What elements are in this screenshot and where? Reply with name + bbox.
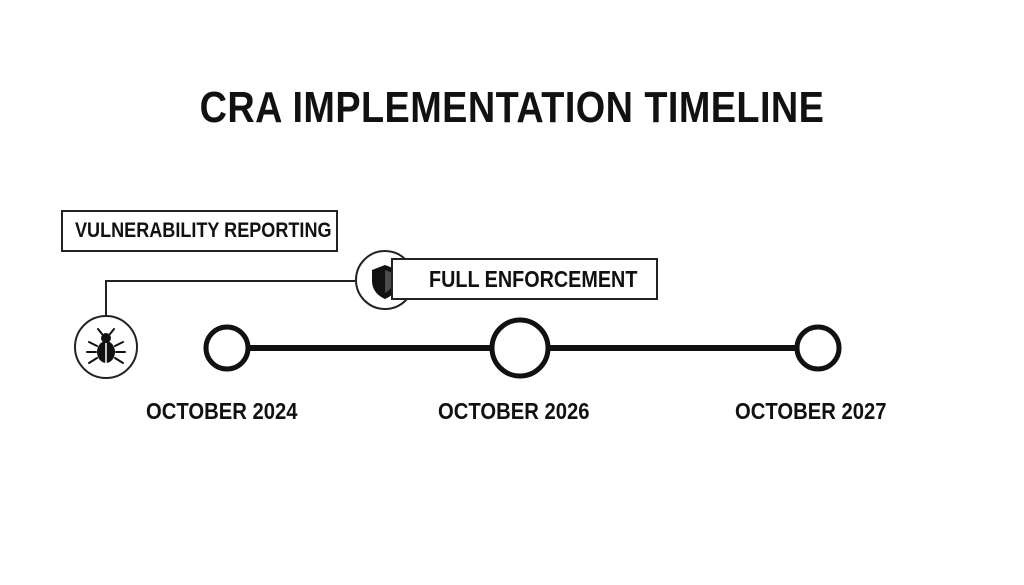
date-label-october-2027: OCTOBER 2027 (735, 398, 887, 424)
timeline-node-october-2024 (203, 324, 251, 372)
vulnerability-connector (105, 280, 355, 316)
bug-icon (74, 315, 138, 379)
date-label-october-2024: OCTOBER 2024 (146, 398, 298, 424)
timeline-node-october-2027 (794, 324, 842, 372)
vulnerability-reporting-label: VULNERABILITY REPORTING (61, 210, 338, 252)
page-title: CRA IMPLEMENTATION TIMELINE (199, 83, 825, 132)
full-enforcement-label: FULL ENFORCEMENT (391, 258, 658, 300)
date-label-october-2026: OCTOBER 2026 (438, 398, 590, 424)
timeline-node-october-2026 (489, 317, 551, 379)
